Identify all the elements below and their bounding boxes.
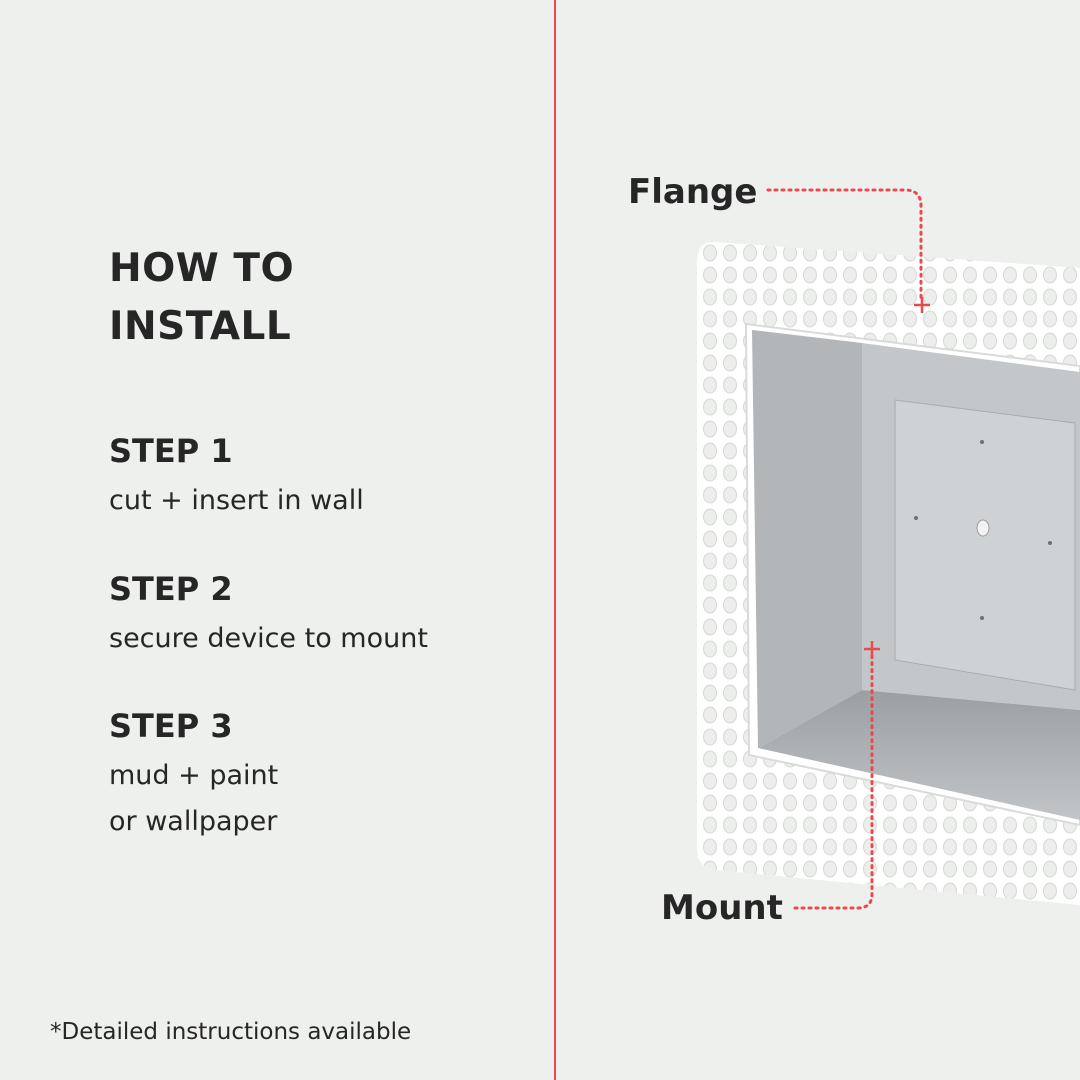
- step-1-text: cut + insert in wall: [109, 485, 364, 516]
- mount-leader-line: [793, 641, 880, 910]
- step-3-heading: STEP 3: [109, 707, 233, 745]
- step-2-text: secure device to mount: [109, 623, 428, 654]
- step-3-text-line-2: or wallpaper: [109, 806, 278, 837]
- title-line-2: INSTALL: [109, 304, 292, 349]
- step-1-heading: STEP 1: [109, 432, 233, 470]
- mount-label: Mount: [661, 888, 783, 928]
- mount-box: [744, 322, 1080, 827]
- footnote: *Detailed instructions available: [50, 1019, 412, 1045]
- title-line-1: HOW TO: [109, 246, 295, 291]
- divider-line: [554, 0, 556, 1080]
- flange-leader-line: [766, 188, 930, 313]
- page-title: HOW TO INSTALL: [109, 240, 294, 356]
- mount-illustration: [697, 188, 1080, 910]
- step-3-text-line-1: mud + paint: [109, 760, 279, 791]
- flange-label: Flange: [628, 172, 758, 212]
- step-2-heading: STEP 2: [109, 570, 233, 608]
